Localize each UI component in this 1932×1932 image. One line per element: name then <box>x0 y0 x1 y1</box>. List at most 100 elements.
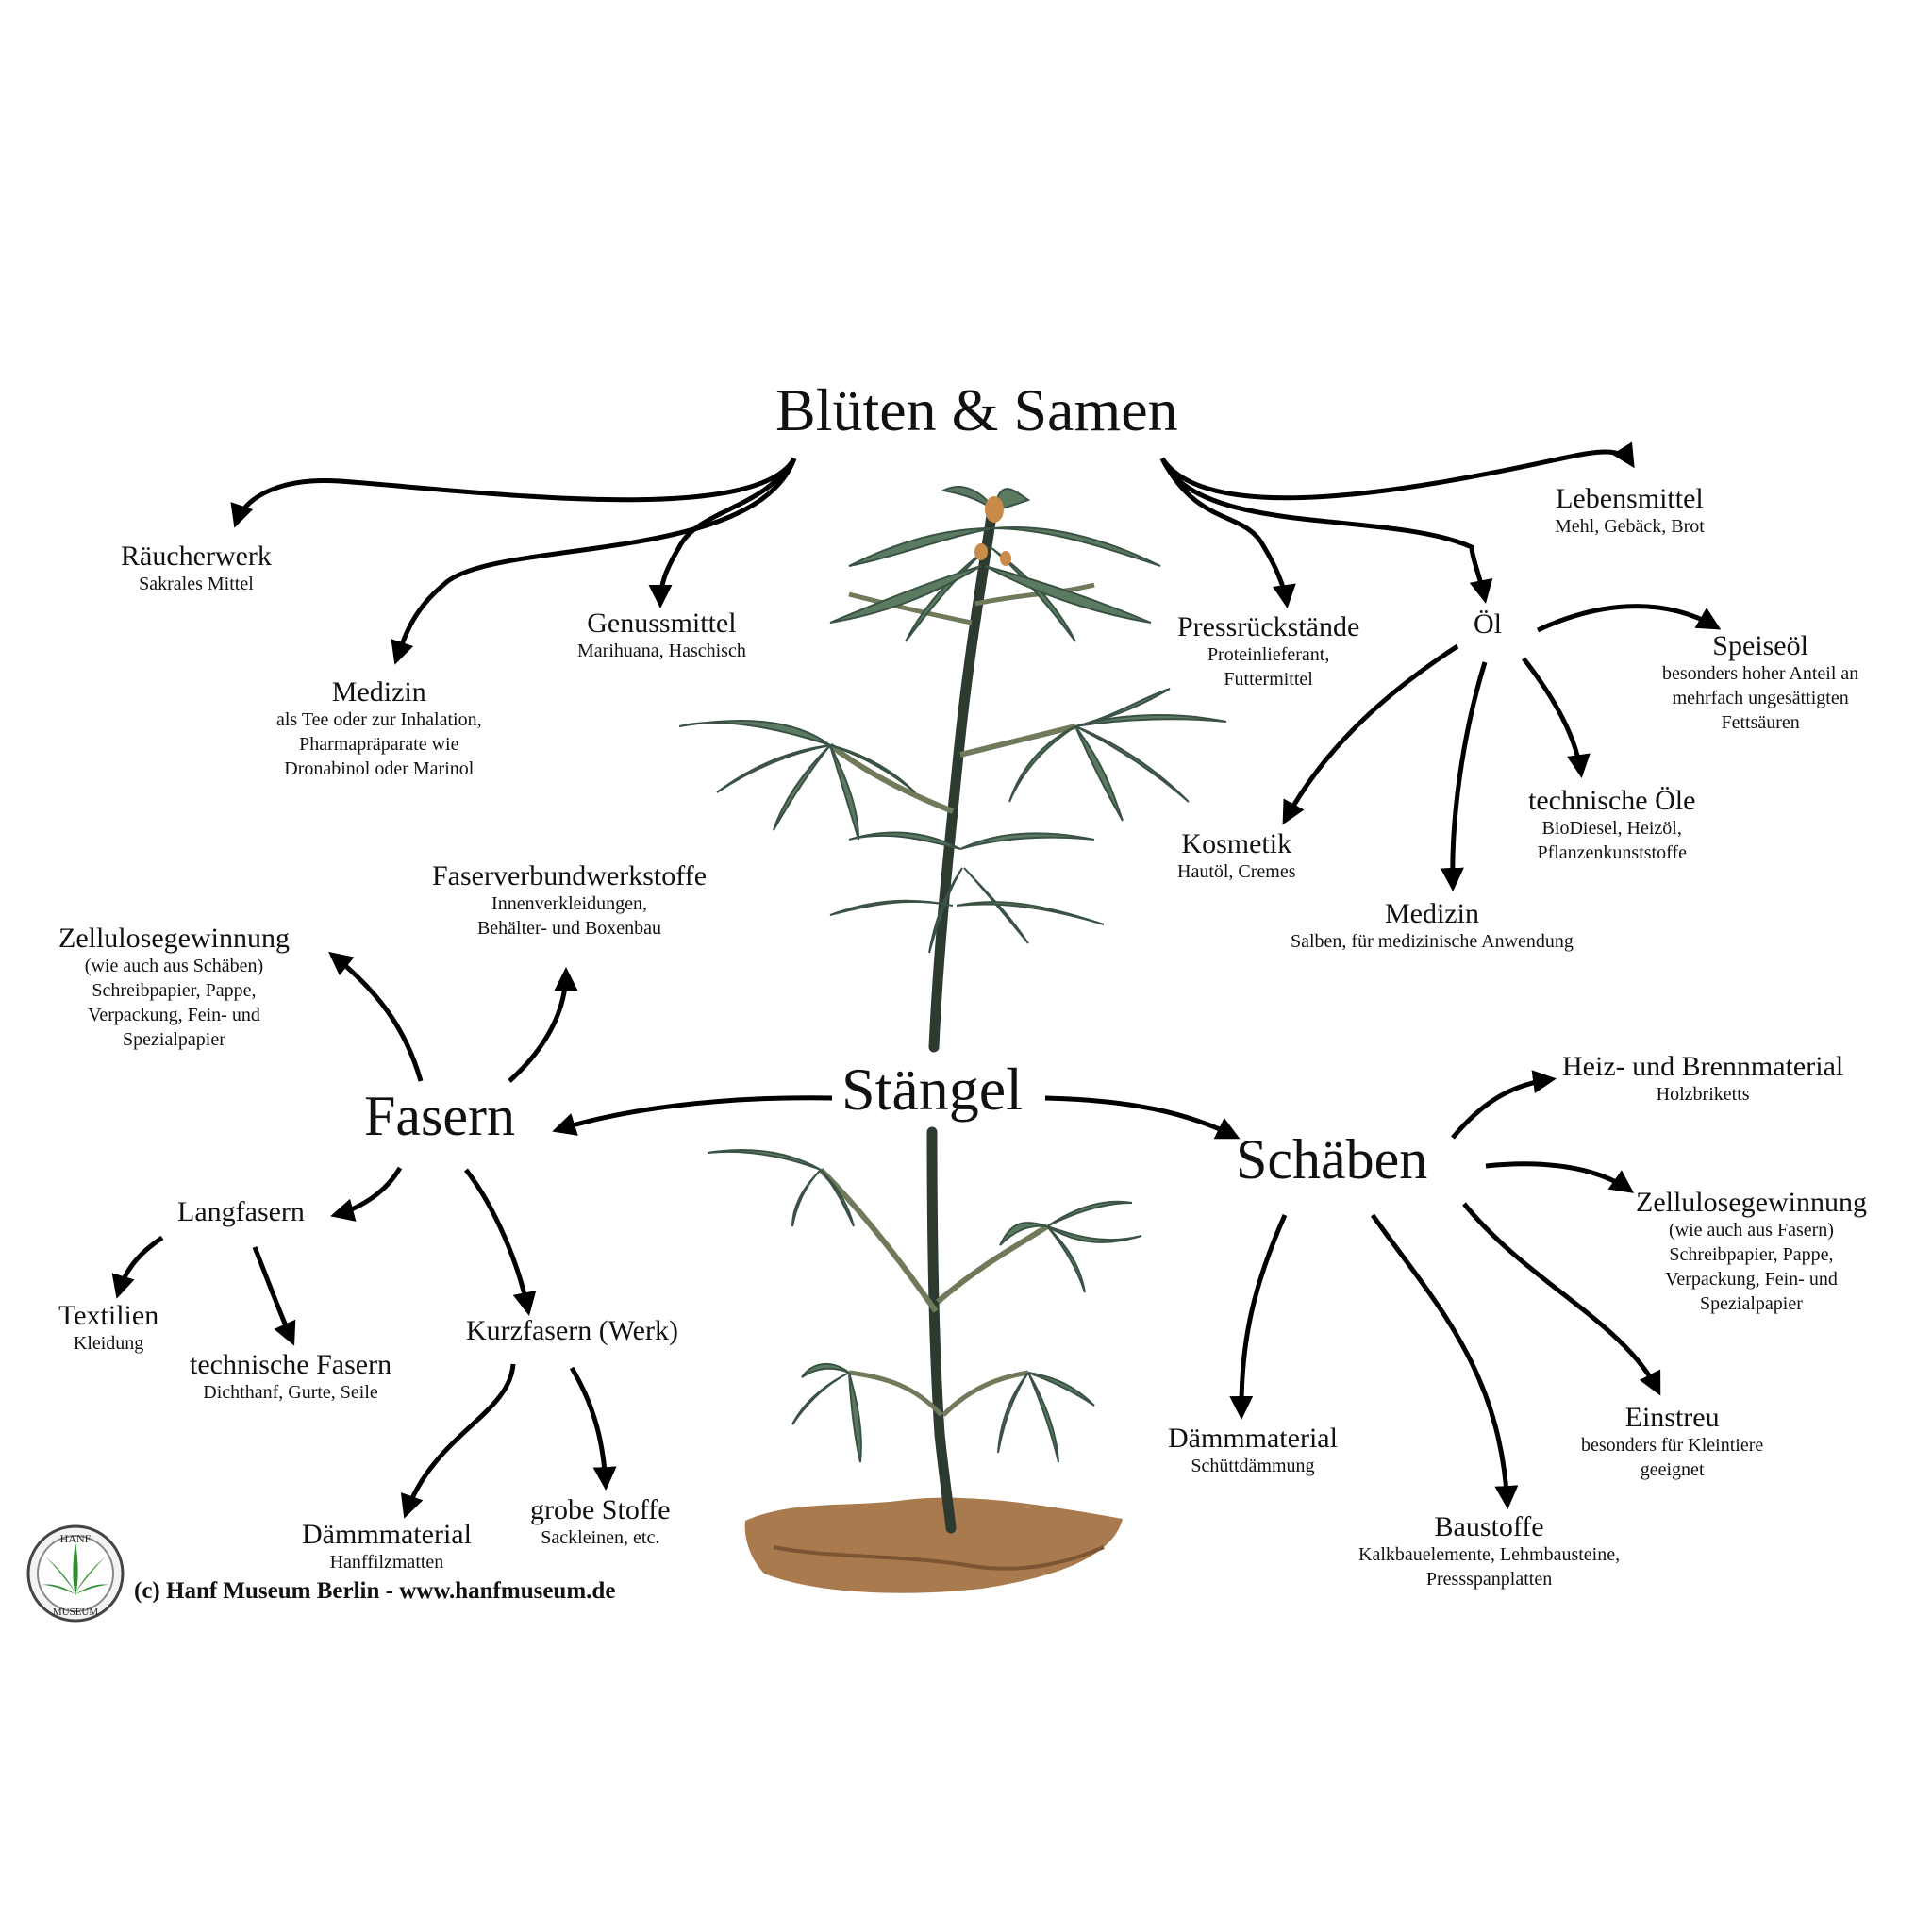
arrow-to-textilien <box>111 1235 164 1299</box>
daemm1-desc: Hanffilzmatten <box>329 1552 444 1573</box>
arrow-to-pressruck <box>1159 457 1296 608</box>
node-langfasern: Langfasern <box>177 1196 305 1227</box>
hemp-plant-illustration <box>678 486 1227 1593</box>
node-medizin1: Medizin als Tee oder zur Inhalation, Pha… <box>276 676 482 781</box>
node-genussmittel: Genussmittel Marihuana, Haschisch <box>577 608 746 663</box>
node-fasern: Fasern <box>364 1085 515 1147</box>
medizin1-desc-3: Dronabinol oder Marinol <box>284 758 475 779</box>
pressruck-desc-2: Futtermittel <box>1224 669 1313 690</box>
arrow-to-techfasern <box>252 1246 296 1346</box>
kurzfasern-title: Kurzfasern (Werk) <box>466 1315 678 1346</box>
arrow-to-schaben <box>1044 1095 1241 1140</box>
arrow-to-langfasern <box>330 1166 403 1222</box>
einstreu-desc-1: besonders für Kleintiere <box>1581 1435 1764 1456</box>
flower-buds <box>974 496 1011 566</box>
node-techoele: technische Öle BioDiesel, Heizöl, Pflanz… <box>1528 785 1695 865</box>
node-stangel: Stängel <box>841 1056 1023 1123</box>
arrow-to-kosmetik <box>1282 643 1459 825</box>
pressruck-title: Pressrückstände <box>1177 611 1360 642</box>
logo-text-top: HANF <box>60 1532 92 1545</box>
faserverbund-desc-2: Behälter- und Boxenbau <box>476 918 662 939</box>
baustoffe-title: Baustoffe <box>1434 1511 1544 1542</box>
node-lebensmittel: Lebensmittel Mehl, Gebäck, Brot <box>1555 483 1705 539</box>
speiseol-desc-1: besonders hoher Anteil an <box>1662 663 1859 684</box>
node-schaben-title: Schäben <box>1236 1128 1428 1191</box>
arrow-to-medizin2 <box>1440 661 1488 891</box>
arrow-to-faserverbund <box>508 967 578 1083</box>
arrow-to-raucherwerk <box>230 457 797 528</box>
techfasern-title: technische Fasern <box>190 1349 392 1380</box>
arrow-to-heiz <box>1451 1070 1557 1140</box>
node-raucherwerk: Räucherwerk Sakrales Mittel <box>121 541 272 596</box>
logo-text-bottom: MUSEUM <box>53 1607 99 1618</box>
node-faserverbund: Faserverbundwerkstoffe Innenverkleidunge… <box>432 860 707 941</box>
daemm2-title: Dämmmaterial <box>1168 1423 1338 1454</box>
baustoffe-desc-2: Pressspanplatten <box>1425 1569 1553 1590</box>
textilien-desc: Kleidung <box>73 1333 144 1354</box>
node-medizin2: Medizin Salben, für medizinische Anwendu… <box>1291 898 1574 954</box>
node-bluten-title: Blüten & Samen <box>775 376 1178 443</box>
langfasern-title: Langfasern <box>177 1196 305 1227</box>
medizin2-title: Medizin <box>1384 898 1479 929</box>
node-heiz: Heiz- und Brennmaterial Holzbriketts <box>1562 1051 1843 1107</box>
zellulose1-desc-4: Spezialpapier <box>123 1029 225 1050</box>
genussmittel-title: Genussmittel <box>587 608 737 639</box>
soil-mound <box>744 1497 1123 1593</box>
raucherwerk-title: Räucherwerk <box>121 541 272 572</box>
zellulose1-desc-2: Schreibpapier, Pappe, <box>92 980 257 1001</box>
arrow-to-lebensmittel <box>1159 441 1635 501</box>
ol-title: Öl <box>1474 608 1502 640</box>
einstreu-title: Einstreu <box>1624 1402 1720 1433</box>
arrow-to-speiseol <box>1536 604 1722 633</box>
zellulose2-title: Zellulosegewinnung <box>1636 1187 1867 1218</box>
node-daemm1: Dämmmaterial Hanffilzmatten <box>302 1519 472 1574</box>
arrow-to-ol <box>1159 457 1493 604</box>
grobe-desc: Sackleinen, etc. <box>541 1527 660 1548</box>
faserverbund-desc-1: Innenverkleidungen, <box>491 893 647 914</box>
arrows <box>111 441 1722 1519</box>
arrow-to-daemm1 <box>400 1363 516 1519</box>
node-baustoffe: Baustoffe Kalkbauelemente, Lehmbausteine… <box>1358 1511 1620 1591</box>
lower-stem <box>926 1126 957 1534</box>
hanf-museum-logo: HANF MUSEUM <box>26 1524 125 1623</box>
arrow-to-zellulose1 <box>328 951 424 1082</box>
node-techfasern: technische Fasern Dichthanf, Gurte, Seil… <box>190 1349 391 1405</box>
node-kurzfasern: Kurzfasern (Werk) <box>466 1315 678 1346</box>
lebensmittel-title: Lebensmittel <box>1556 483 1704 514</box>
node-textilien: Textilien Kleidung <box>58 1300 158 1356</box>
arrow-to-techoele <box>1522 657 1591 778</box>
node-speiseol: Speiseöl besonders hoher Anteil an mehrf… <box>1662 630 1858 735</box>
lebensmittel-desc: Mehl, Gebäck, Brot <box>1555 516 1705 537</box>
medizin1-title: Medizin <box>331 676 426 708</box>
upper-stem <box>928 504 998 1053</box>
node-zellulose2: Zellulosegewinnung (wie auch aus Fasern)… <box>1636 1187 1867 1316</box>
techoele-desc-2: Pflanzenkunststoffe <box>1537 842 1687 863</box>
pressruck-desc-1: Proteinlieferant, <box>1207 644 1330 665</box>
arrow-to-daemm2 <box>1229 1213 1288 1420</box>
speiseol-desc-3: Fettsäuren <box>1721 712 1800 733</box>
baustoffe-desc-1: Kalkbauelemente, Lehmbausteine, <box>1358 1544 1621 1565</box>
arrow-to-baustoffe <box>1370 1213 1519 1509</box>
kosmetik-title: Kosmetik <box>1181 828 1292 859</box>
node-pressruck: Pressrückstände Proteinlieferant, Futter… <box>1177 611 1359 691</box>
arrow-to-genussmittel <box>648 457 797 608</box>
zellulose1-desc-1: (wie auch aus Schäben) <box>84 956 264 976</box>
medizin2-desc: Salben, für medizinische Anwendung <box>1291 931 1574 952</box>
node-einstreu: Einstreu besonders für Kleintiere geeign… <box>1581 1402 1763 1482</box>
zellulose2-desc-3: Verpackung, Fein- und <box>1665 1269 1838 1290</box>
arrow-to-grobe <box>569 1366 617 1491</box>
grobe-title: grobe Stoffe <box>530 1494 671 1525</box>
heiz-desc: Holzbriketts <box>1656 1084 1750 1105</box>
node-grobe: grobe Stoffe Sackleinen, etc. <box>530 1494 671 1550</box>
zellulose2-desc-1: (wie auch aus Fasern) <box>1669 1220 1834 1241</box>
einstreu-desc-2: geeignet <box>1640 1459 1705 1480</box>
zellulose2-desc-4: Spezialpapier <box>1700 1293 1803 1314</box>
node-ol: Öl <box>1474 608 1502 640</box>
textilien-title: Textilien <box>58 1300 159 1331</box>
techoele-desc-1: BioDiesel, Heizöl, <box>1541 818 1682 839</box>
heiz-title: Heiz- und Brennmaterial <box>1562 1051 1844 1082</box>
medizin1-desc-1: als Tee oder zur Inhalation, <box>276 709 482 730</box>
arrow-to-zellulose2 <box>1485 1161 1635 1193</box>
raucherwerk-desc: Sakrales Mittel <box>139 574 254 594</box>
